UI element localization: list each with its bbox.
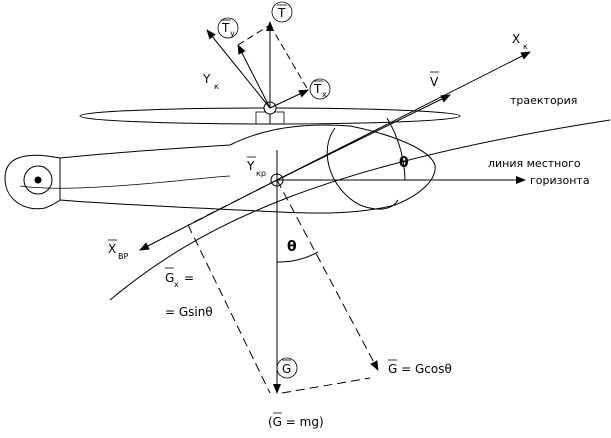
t-dash-2 — [269, 24, 309, 91]
label-trajectory: траектория — [510, 94, 577, 107]
trajectory-curve — [109, 119, 611, 301]
svg-text:y: y — [230, 29, 235, 38]
yk-axis — [206, 29, 271, 109]
svg-text:x: x — [322, 90, 327, 99]
label-horizon-line1: линия местного — [488, 157, 581, 170]
tail-boom — [4, 154, 61, 210]
theta-arc-top — [386, 117, 406, 181]
svg-text:G: G — [282, 362, 291, 376]
label-Gx: G x = — [165, 267, 194, 289]
t-dash-1 — [237, 24, 271, 46]
label-G: G — [276, 357, 298, 379]
g-parallelogram-1 — [187, 224, 271, 394]
canopy — [326, 127, 399, 210]
ty-vector — [237, 44, 271, 109]
svg-text:(G = mg): (G = mg) — [268, 415, 324, 429]
svg-text:к: к — [523, 42, 528, 51]
svg-text:T: T — [221, 21, 230, 35]
label-theta-top: θ — [399, 155, 409, 171]
label-Tx: T x — [309, 78, 331, 100]
label-horizon-line2: горизонта — [530, 174, 590, 187]
svg-text:T: T — [277, 6, 286, 20]
tx-vector — [269, 89, 309, 109]
svg-text:Y: Y — [246, 159, 255, 173]
svg-text:к: к — [214, 82, 219, 91]
svg-text:G: G — [165, 271, 174, 285]
svg-text:x: x — [174, 280, 179, 289]
label-Ty: T y — [217, 17, 239, 39]
label-Gmg: (G = mg) — [268, 412, 324, 429]
svg-text:=: = — [184, 271, 194, 285]
tail-rotor-hub — [34, 176, 42, 184]
svg-text:G = Gcosθ: G = Gcosθ — [388, 362, 452, 376]
theta-arc-bottom — [276, 251, 319, 263]
svg-text:Y: Y — [202, 72, 211, 86]
label-theta-bottom: θ — [287, 239, 297, 255]
svg-text:X: X — [108, 242, 116, 256]
label-Yk: Y к — [202, 72, 219, 91]
label-V: V — [430, 71, 439, 89]
tail-rotor — [23, 165, 53, 195]
xk-axis — [276, 51, 531, 181]
fuselage-outline — [59, 124, 436, 214]
svg-text:кр: кр — [256, 169, 266, 178]
label-Ykr: Y кр — [246, 156, 266, 178]
gsin-dash — [187, 179, 278, 226]
label-T: T — [271, 1, 293, 23]
label-Gx-value: = Gsinθ — [165, 305, 213, 319]
svg-text:T: T — [313, 82, 322, 96]
label-Xbp: X ΒΡ — [108, 239, 128, 261]
label-Xk: X к — [512, 32, 528, 51]
svg-text:V: V — [430, 75, 439, 89]
label-Gcos: G = Gcosθ — [388, 359, 452, 376]
gcos-vector — [276, 179, 379, 371]
svg-text:X: X — [512, 32, 520, 46]
g-parallelogram-2 — [281, 377, 371, 394]
svg-text:ΒΡ: ΒΡ — [118, 252, 128, 261]
